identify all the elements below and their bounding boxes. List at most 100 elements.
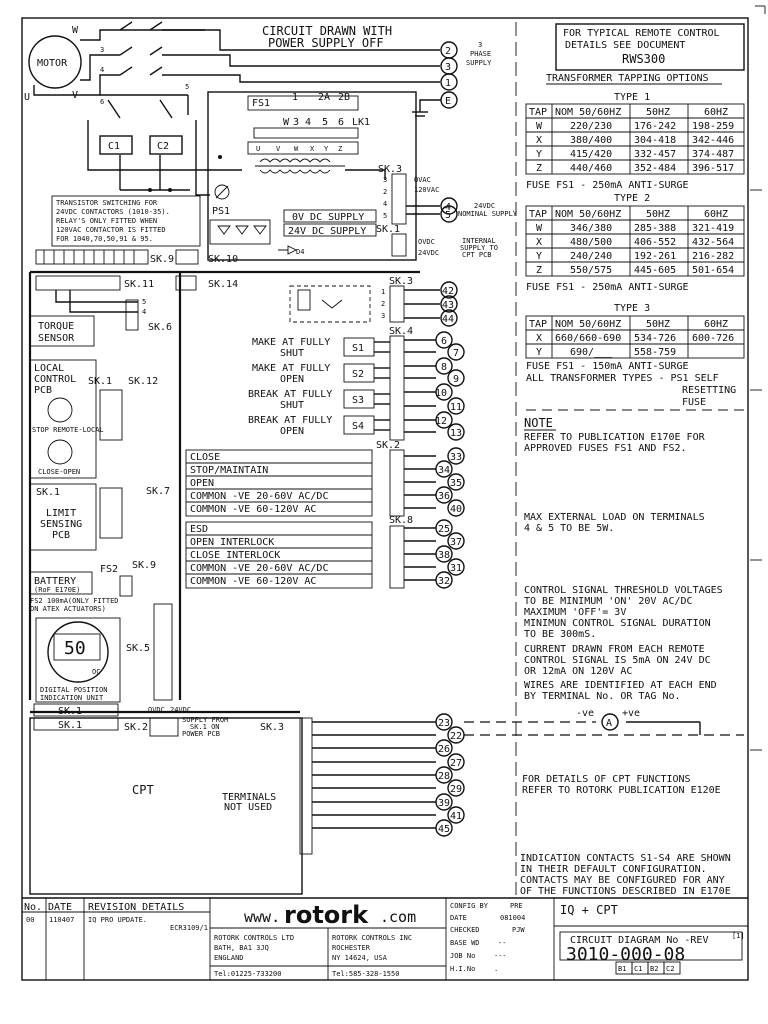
phase-supply-2: PHASE (470, 50, 491, 58)
svg-text:3: 3 (383, 176, 387, 184)
svg-text:24VDC CONTACTORS (1010-35).: 24VDC CONTACTORS (1010-35). (56, 208, 170, 216)
svg-text:BATH, BA1 3JQ: BATH, BA1 3JQ (214, 944, 269, 952)
sk1-limit-label: SK.1 (36, 487, 60, 498)
control-group2-terminals (404, 519, 465, 589)
rws-line2: DETAILS SEE DOCUMENT (565, 40, 685, 51)
svg-text:50HZ: 50HZ (646, 319, 670, 330)
relay-block (289, 285, 371, 323)
dpi-oc: OC (92, 668, 100, 676)
svg-text:534-726: 534-726 (634, 333, 676, 344)
sk2b-label: SK.2 (124, 722, 148, 733)
svg-text:W: W (536, 121, 543, 132)
header-title-line2: POWER SUPPLY OFF (268, 36, 384, 50)
dc0-label: 0V DC SUPPLY (292, 212, 364, 223)
svg-text:31: 31 (450, 563, 462, 574)
sk6-label: SK.6 (148, 322, 172, 333)
svg-text:5: 5 (185, 83, 189, 91)
svg-text:---: --- (494, 952, 507, 960)
stop-remote-local: STOP REMOTE-LOCAL (32, 426, 104, 434)
svg-text:33: 33 (450, 452, 462, 463)
svg-text:321-419: 321-419 (692, 223, 734, 234)
svg-text:432-564: 432-564 (692, 237, 734, 248)
svg-text:7: 7 (453, 348, 459, 359)
svg-text:ESD: ESD (190, 524, 208, 535)
svg-text:No.: No. (24, 902, 42, 913)
svg-text:415/420: 415/420 (570, 149, 612, 160)
phase-supply-3: SUPPLY (466, 59, 492, 67)
dpi-1: DIGITAL POSITION (40, 686, 107, 694)
sk11-connector (35, 275, 121, 291)
svg-text:29: 29 (450, 784, 462, 795)
switch-s3-label: S3 (352, 395, 364, 406)
svg-text:NY 14624, USA: NY 14624, USA (332, 954, 388, 962)
control-group2-box (185, 521, 373, 589)
svg-text:11: 11 (450, 402, 462, 413)
svg-text:36: 36 (438, 491, 450, 502)
svg-text:DATE: DATE (48, 902, 72, 913)
limit-1: LIMIT (46, 508, 76, 519)
svg-text:CHECKED: CHECKED (450, 926, 480, 934)
svg-text:B2: B2 (650, 965, 658, 973)
svg-text:H.I.No: H.I.No (450, 965, 475, 973)
terminal-5: 5 (445, 210, 451, 221)
svg-text:60HZ: 60HZ (704, 319, 728, 330)
svg-text:00: 00 (26, 916, 34, 924)
cpt-ovdc: OVDC (148, 706, 165, 714)
battery-block (29, 571, 93, 595)
svg-text:ENGLAND: ENGLAND (214, 954, 244, 962)
sk7-label: SK.7 (146, 486, 170, 497)
switch-s4 (343, 415, 390, 435)
ps1-label: PS1 (212, 206, 230, 217)
ps1-note-1: ALL TRANSFORMER TYPES - PS1 SELF (526, 373, 719, 384)
tap-w: W (283, 117, 290, 128)
dpi-value: 50 (64, 638, 86, 659)
sk12-label: SK.12 (128, 376, 158, 387)
svg-text:NOM 50/60HZ: NOM 50/60HZ (555, 209, 621, 220)
local-1: LOCAL (34, 363, 64, 374)
battery-ref: (RoF E170E) (34, 586, 80, 594)
svg-text:[1]: [1] (732, 932, 745, 940)
dc24-box (283, 223, 377, 237)
svg-text:285-388: 285-388 (634, 223, 676, 234)
svg-text:BASE WD: BASE WD (450, 939, 480, 947)
torque-1: TORQUE (38, 321, 74, 332)
svg-text:SHUT: SHUT (280, 348, 304, 359)
ovac-label: OVAC (414, 176, 431, 184)
svg-text:081004: 081004 (500, 914, 525, 922)
svg-text:CPT PCB: CPT PCB (462, 251, 492, 259)
rws-doc: RWS300 (622, 52, 665, 66)
fuse-label-2b: 2B (338, 92, 350, 103)
svg-text:380/400: 380/400 (570, 135, 612, 146)
svg-text:SHUT: SHUT (280, 400, 304, 411)
svg-text:34: 34 (438, 465, 450, 476)
svg-text:192-261: 192-261 (634, 251, 676, 262)
torque-sensor-block (29, 315, 95, 347)
svg-text:4: 4 (383, 200, 387, 208)
svg-text:TAP: TAP (529, 107, 547, 118)
local-control-block (29, 359, 97, 479)
svg-text:501-654: 501-654 (692, 265, 734, 276)
svg-text:176-242: 176-242 (634, 121, 676, 132)
svg-text:IN THEIR DEFAULT CONFIGURATION: IN THEIR DEFAULT CONFIGURATION. (520, 864, 707, 875)
svg-text:SUPPLY TO: SUPPLY TO (460, 244, 498, 252)
svg-text:3: 3 (381, 312, 385, 320)
svg-text:45: 45 (438, 824, 450, 835)
svg-text:D4: D4 (296, 248, 304, 256)
svg-text:198-259: 198-259 (692, 121, 734, 132)
brand-logo: rotork (284, 901, 369, 929)
limit-sensing-block (29, 483, 97, 551)
ps1-fuse (214, 184, 230, 200)
svg-text:8: 8 (441, 362, 447, 373)
svg-text:FOR 1040,70,50,91 & 95.: FOR 1040,70,50,91 & 95. (56, 235, 153, 243)
svg-text:PRE: PRE (510, 902, 523, 910)
svg-text:28: 28 (438, 771, 450, 782)
svg-text:Tel:01225-733200: Tel:01225-733200 (214, 970, 281, 978)
svg-text:BREAK AT FULLY: BREAK AT FULLY (248, 389, 332, 400)
local-2: CONTROL (34, 374, 76, 385)
svg-text:Y: Y (536, 347, 542, 358)
sk14-connector (175, 275, 197, 291)
svg-text:550/575: 550/575 (570, 265, 612, 276)
sk3c-label: SK.3 (260, 722, 284, 733)
svg-text:1: 1 (381, 288, 385, 296)
dc24-label: 24V DC SUPPLY (288, 226, 366, 237)
